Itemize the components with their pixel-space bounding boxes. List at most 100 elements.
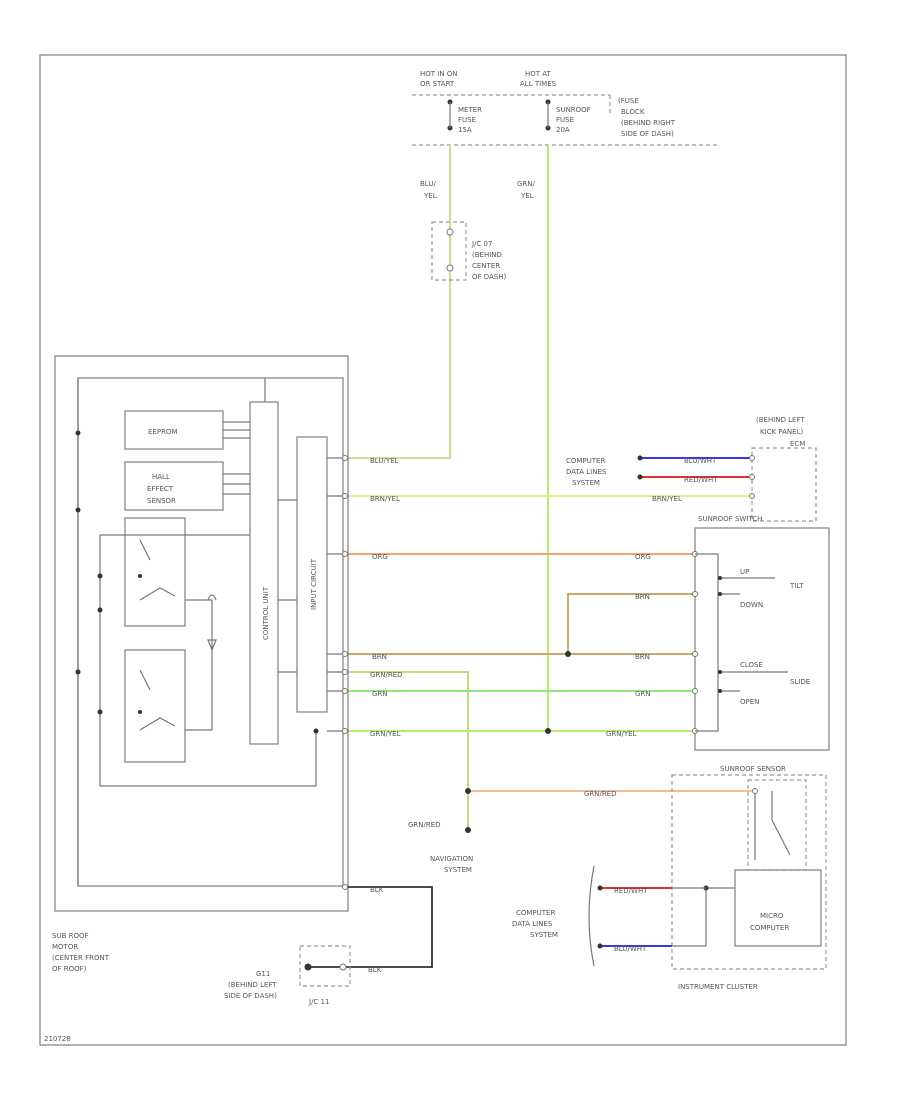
motor-label-4: OF ROOF) [52,965,87,973]
ecm-title-3: ECM [790,440,805,448]
instrument-cluster: SUNROOF SENSOR MICRO COMPUTER RED/WHT BL… [512,765,827,991]
wire-label-brn-right-upper: BRN [635,593,650,601]
navigation-label-1: NAVIGATION [430,855,473,863]
cluster-data-label-3: SYSTEM [530,931,558,939]
wire-label-grn-yel-right: GRN/YEL [606,730,637,738]
fuse-block-label-4: SIDE OF DASH) [621,130,674,138]
wire-label-grn-red: GRN/RED [370,671,403,679]
wire-label-grn-yel-2: YEL [520,192,534,200]
motor-label-1: SUB ROOF [52,932,89,940]
splice-grn-yel [545,728,551,734]
jc11-label: J/C 11 [308,998,329,1006]
hall-sensor-block [124,461,224,511]
wire-label-brn-yel-left: BRN/YEL [370,495,400,503]
splice-brn [565,651,571,657]
motor-label-2: MOTOR [52,943,78,951]
hall-label-2: EFFECT [147,485,174,493]
fuse-block-label-1: (FUSE [618,97,639,105]
wire-brn-down [567,593,695,654]
sunroof-switch: SUNROOF SWITCH UP TILT DOWN CLOSE SLIDE … [692,515,830,751]
jc07-label-3: CENTER [472,262,500,270]
hot-run-start-label-1: HOT IN ON [420,70,458,78]
control-unit-label: CONTROL UNIT [262,586,270,640]
hot-run-start-label-2: OR START [420,80,455,88]
hot-all-label-1: HOT AT [525,70,552,78]
wire-label-blu-yel-1: BLU/ [420,180,436,188]
wire-label-grn-right: GRN [635,690,651,698]
navigation-connector [465,827,471,833]
jc07-label-4: OF DASH) [472,273,507,281]
wire-blu-yel [348,145,451,459]
wire-label-blu-yel: BLU/YEL [370,457,399,465]
junction-jc11: J/C 11 [299,945,351,1006]
wire-label-brn-left: BRN [372,653,387,661]
wire-label-grn-left: GRN [372,690,388,698]
wire-label-grn-red-nav: GRN/RED [408,821,441,829]
jc07-label-1: J/C 07 [471,240,492,248]
switch-up: UP [740,568,749,576]
switch-down: DOWN [740,601,763,609]
wire-grn-red [348,671,469,830]
ground-label-3: SIDE OF DASH) [224,992,277,1000]
hot-all-label-2: ALL TIMES [520,80,557,88]
control-unit-block [249,401,279,745]
hall-label-1: HALL [152,473,170,481]
fuse-block: HOT IN ON OR START HOT AT ALL TIMES METE… [412,70,720,146]
wire-label-blu-wht-ecm: BLU/WHT [684,457,717,465]
micro-label-2: COMPUTER [750,924,789,932]
ecm-data-label-2: DATA LINES [566,468,607,476]
sunroof-fuse-label-2: FUSE [556,116,574,124]
cluster-data-label-2: DATA LINES [512,920,553,928]
jc07-label-2: (BEHIND [472,251,502,259]
meter-fuse-label-3: 15A [458,126,472,134]
ecm: (BEHIND LEFT KICK PANEL) ECM COMPUTER DA… [566,416,817,522]
fuse-block-label-2: BLOCK [621,108,645,116]
wire-label-brn-yel-right: BRN/YEL [652,495,682,503]
wire-label-grn-yel-1: GRN/ [517,180,536,188]
wire-label-red-wht-cluster: RED/WHT [614,887,648,895]
micro-label-1: MICRO [760,912,784,920]
wire-label-brn-right: BRN [635,653,650,661]
sunroof-fuse-label-1: SUNROOF [556,106,591,114]
ecm-title-2: KICK PANEL) [760,428,803,436]
motor-label-3: (CENTER FRONT [52,954,110,962]
wire-label-org-left: ORG [372,553,388,561]
wire-label-grn-red-cluster: GRN/RED [584,790,617,798]
splice-grn-red [465,788,471,794]
cluster-data-label-1: COMPUTER [516,909,555,917]
micro-computer-block [734,869,822,947]
input-circuit-label: INPUT CIRCUIT [310,558,318,610]
sunroof-sensor-label: SUNROOF SENSOR [720,765,786,773]
meter-fuse-label-1: METER [458,106,482,114]
relay-upper [124,517,186,627]
ecm-title-1: (BEHIND LEFT [756,416,805,424]
junction-jc07: J/C 07 (BEHIND CENTER OF DASH) [431,221,507,281]
footer-code: 210728 [44,1035,71,1043]
wire-label-red-wht-ecm: RED/WHT [684,476,718,484]
ecm-data-label-1: COMPUTER [566,457,605,465]
navigation-label-2: SYSTEM [444,866,472,874]
wire-label-org-right: ORG [635,553,651,561]
input-circuit-block [296,436,328,713]
switch-name: SUNROOF SWITCH [698,515,762,523]
relay-lower [124,649,186,763]
hall-label-3: SENSOR [147,497,176,505]
instrument-cluster-label: INSTRUMENT CLUSTER [678,983,758,991]
wire-label-blu-yel-2: YEL [423,192,437,200]
wire-blk [308,886,433,968]
switch-tilt: TILT [789,582,804,590]
switch-slide: SLIDE [790,678,810,686]
wire-label-blk-upper: BLK [370,886,384,894]
eeprom-label: EEPROM [148,428,177,436]
ground-label-1: G11 [256,970,270,978]
switch-close: CLOSE [740,661,763,669]
wire-label-grn-yel-left: GRN/YEL [370,730,401,738]
diagram-frame [39,54,847,1046]
ground-label-2: (BEHIND LEFT [228,981,277,989]
switch-open: OPEN [740,698,759,706]
ecm-data-label-3: SYSTEM [572,479,600,487]
meter-fuse-label-2: FUSE [458,116,476,124]
sunroof-fuse-label-3: 20A [556,126,570,134]
sub-roof-motor: EEPROM HALL EFFECT SENSOR CONTROL UNIT I… [52,355,349,973]
